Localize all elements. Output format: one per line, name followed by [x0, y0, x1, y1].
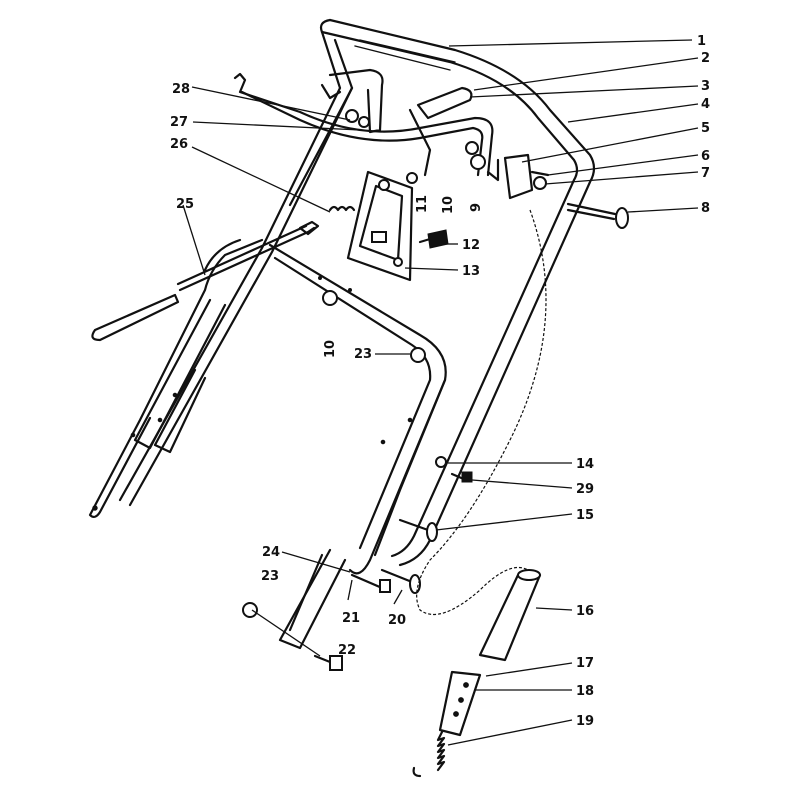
callout-13: 13: [462, 264, 480, 279]
callout-24: 24: [262, 545, 280, 560]
callout-7: 7: [701, 166, 710, 181]
callout-21: 21: [342, 611, 360, 626]
callout-2: 2: [701, 51, 710, 66]
nuts: [242, 290, 447, 618]
callout-15: 15: [576, 508, 594, 523]
callout-16: 16: [576, 604, 594, 619]
control-bail: [233, 72, 494, 177]
upper-bracket: [320, 68, 384, 134]
callout-28: 28: [172, 82, 190, 97]
callout-10a: 10: [441, 196, 456, 214]
bolt-12: [418, 229, 449, 249]
callout-8: 8: [701, 201, 710, 216]
callout-5: 5: [701, 121, 710, 136]
upper-handle: [118, 18, 596, 567]
callout-11: 11: [415, 195, 430, 213]
callout-29: 29: [576, 482, 594, 497]
callout-19: 19: [576, 714, 594, 729]
callout-3: 3: [701, 79, 710, 94]
callout-18: 18: [576, 684, 594, 699]
leader-lines: [182, 39, 699, 746]
callout-25: 25: [176, 197, 194, 212]
bolt-8: [566, 202, 629, 229]
callout-23a: 23: [354, 347, 372, 362]
callout-27: 27: [170, 115, 188, 130]
callout-20: 20: [388, 613, 406, 628]
callout-12: 12: [462, 238, 480, 253]
callout-26: 26: [170, 137, 188, 152]
callout-23b: 23: [261, 569, 279, 584]
callouts: 1 2 3 4 5 6 7 8 9 10 10 11 12 13 14 15 1…: [170, 34, 710, 729]
callout-22: 22: [338, 643, 356, 658]
latch-bracket: [406, 141, 550, 200]
callout-1: 1: [697, 34, 706, 49]
lower-cable: [412, 209, 547, 778]
callout-6: 6: [701, 149, 710, 164]
callout-10b: 10: [323, 340, 338, 358]
lower-handle: [88, 238, 447, 650]
callout-4: 4: [701, 97, 710, 112]
callout-17: 17: [576, 656, 594, 671]
callout-9: 9: [469, 203, 484, 212]
cable-bracket: [346, 170, 414, 282]
bolts-lower: [313, 471, 473, 671]
callout-14: 14: [576, 457, 594, 472]
control-cable: [91, 205, 356, 342]
